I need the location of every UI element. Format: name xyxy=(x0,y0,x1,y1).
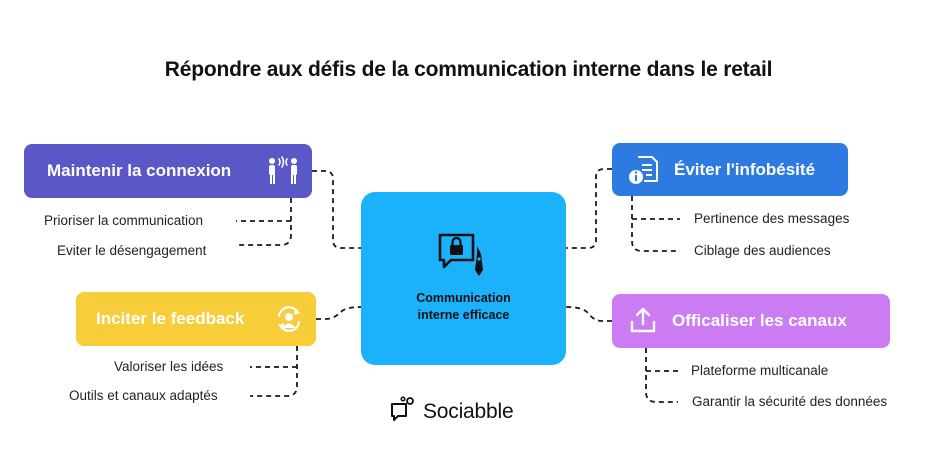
center-label-line2: interne efficace xyxy=(417,308,510,322)
diagram-title: Répondre aux défis de la communication i… xyxy=(164,58,773,81)
item-outils-canaux: Outils et canaux adaptés xyxy=(69,388,218,403)
branch-eviter-infobesite: Éviter l'infobésité xyxy=(612,143,848,196)
people-talking-icon xyxy=(266,156,300,191)
connector-bottom-right-sub xyxy=(645,348,678,403)
connector-bottom-left-sub xyxy=(250,346,298,397)
connector-bottom-left xyxy=(316,306,362,320)
item-eviter-desengagement: Eviter le désengagement xyxy=(57,243,207,258)
sociabble-logo-icon xyxy=(389,396,417,427)
connector-top-right-sub xyxy=(631,196,680,252)
brand-name: Sociabble xyxy=(423,399,514,423)
item-pertinence-messages: Pertinence des messages xyxy=(694,211,850,226)
brand-logo: Sociabble xyxy=(389,396,514,427)
connector-bottom-right xyxy=(565,306,612,322)
connector-top-right xyxy=(566,168,612,249)
center-label: Communication interne efficace xyxy=(361,290,566,324)
branch-maintenir-connexion: Maintenir la connexion xyxy=(24,144,312,198)
item-valoriser-idees: Valoriser les idées xyxy=(114,359,224,374)
branch-label: Inciter le feedback xyxy=(96,309,245,328)
feedback-person-icon xyxy=(274,304,304,339)
item-plateforme-multicanale: Plateforme multicanale xyxy=(691,363,829,378)
branch-inciter-feedback: Inciter le feedback xyxy=(76,292,316,346)
branch-label: Officaliser les canaux xyxy=(672,311,847,330)
center-node: Communication interne efficace xyxy=(361,192,566,365)
branch-label: Maintenir la connexion xyxy=(47,161,232,180)
chat-lock-icon xyxy=(437,232,489,281)
connector-top-left xyxy=(312,170,361,249)
center-label-line1: Communication xyxy=(416,291,511,305)
branch-label: Éviter l'infobésité xyxy=(674,159,816,179)
item-prioriser-communication: Prioriser la communication xyxy=(44,213,204,228)
item-securite-donnees: Garantir la sécurité des données xyxy=(692,394,888,409)
document-info-icon xyxy=(628,154,660,191)
upload-tray-icon xyxy=(628,306,658,341)
item-ciblage-audiences: Ciblage des audiences xyxy=(694,243,831,258)
branch-officaliser-canaux: Officaliser les canaux xyxy=(612,294,890,348)
connector-top-left-sub xyxy=(236,198,292,246)
